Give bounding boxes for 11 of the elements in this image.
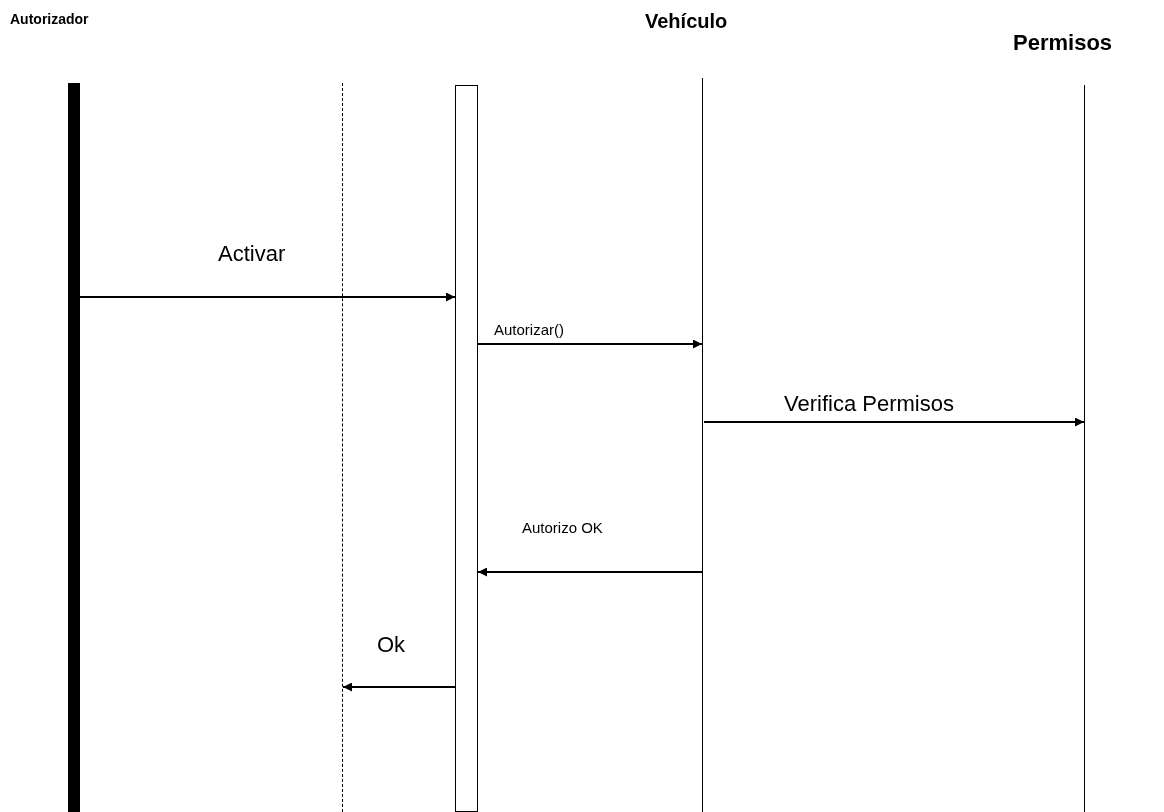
message-arrow xyxy=(477,567,703,577)
dashed-lifeline xyxy=(341,83,344,812)
edge-label: Autorizar() xyxy=(494,322,564,339)
message-arrow xyxy=(477,339,703,349)
message-arrow xyxy=(79,292,456,302)
lifeline-title: Autorizador xyxy=(10,11,89,27)
lifeline-title: Vehículo xyxy=(645,10,728,33)
lifeline-title: Permisos xyxy=(1013,30,1113,56)
activation-bar xyxy=(455,85,478,812)
message-arrow xyxy=(342,682,456,692)
message-arrow xyxy=(703,417,1085,427)
